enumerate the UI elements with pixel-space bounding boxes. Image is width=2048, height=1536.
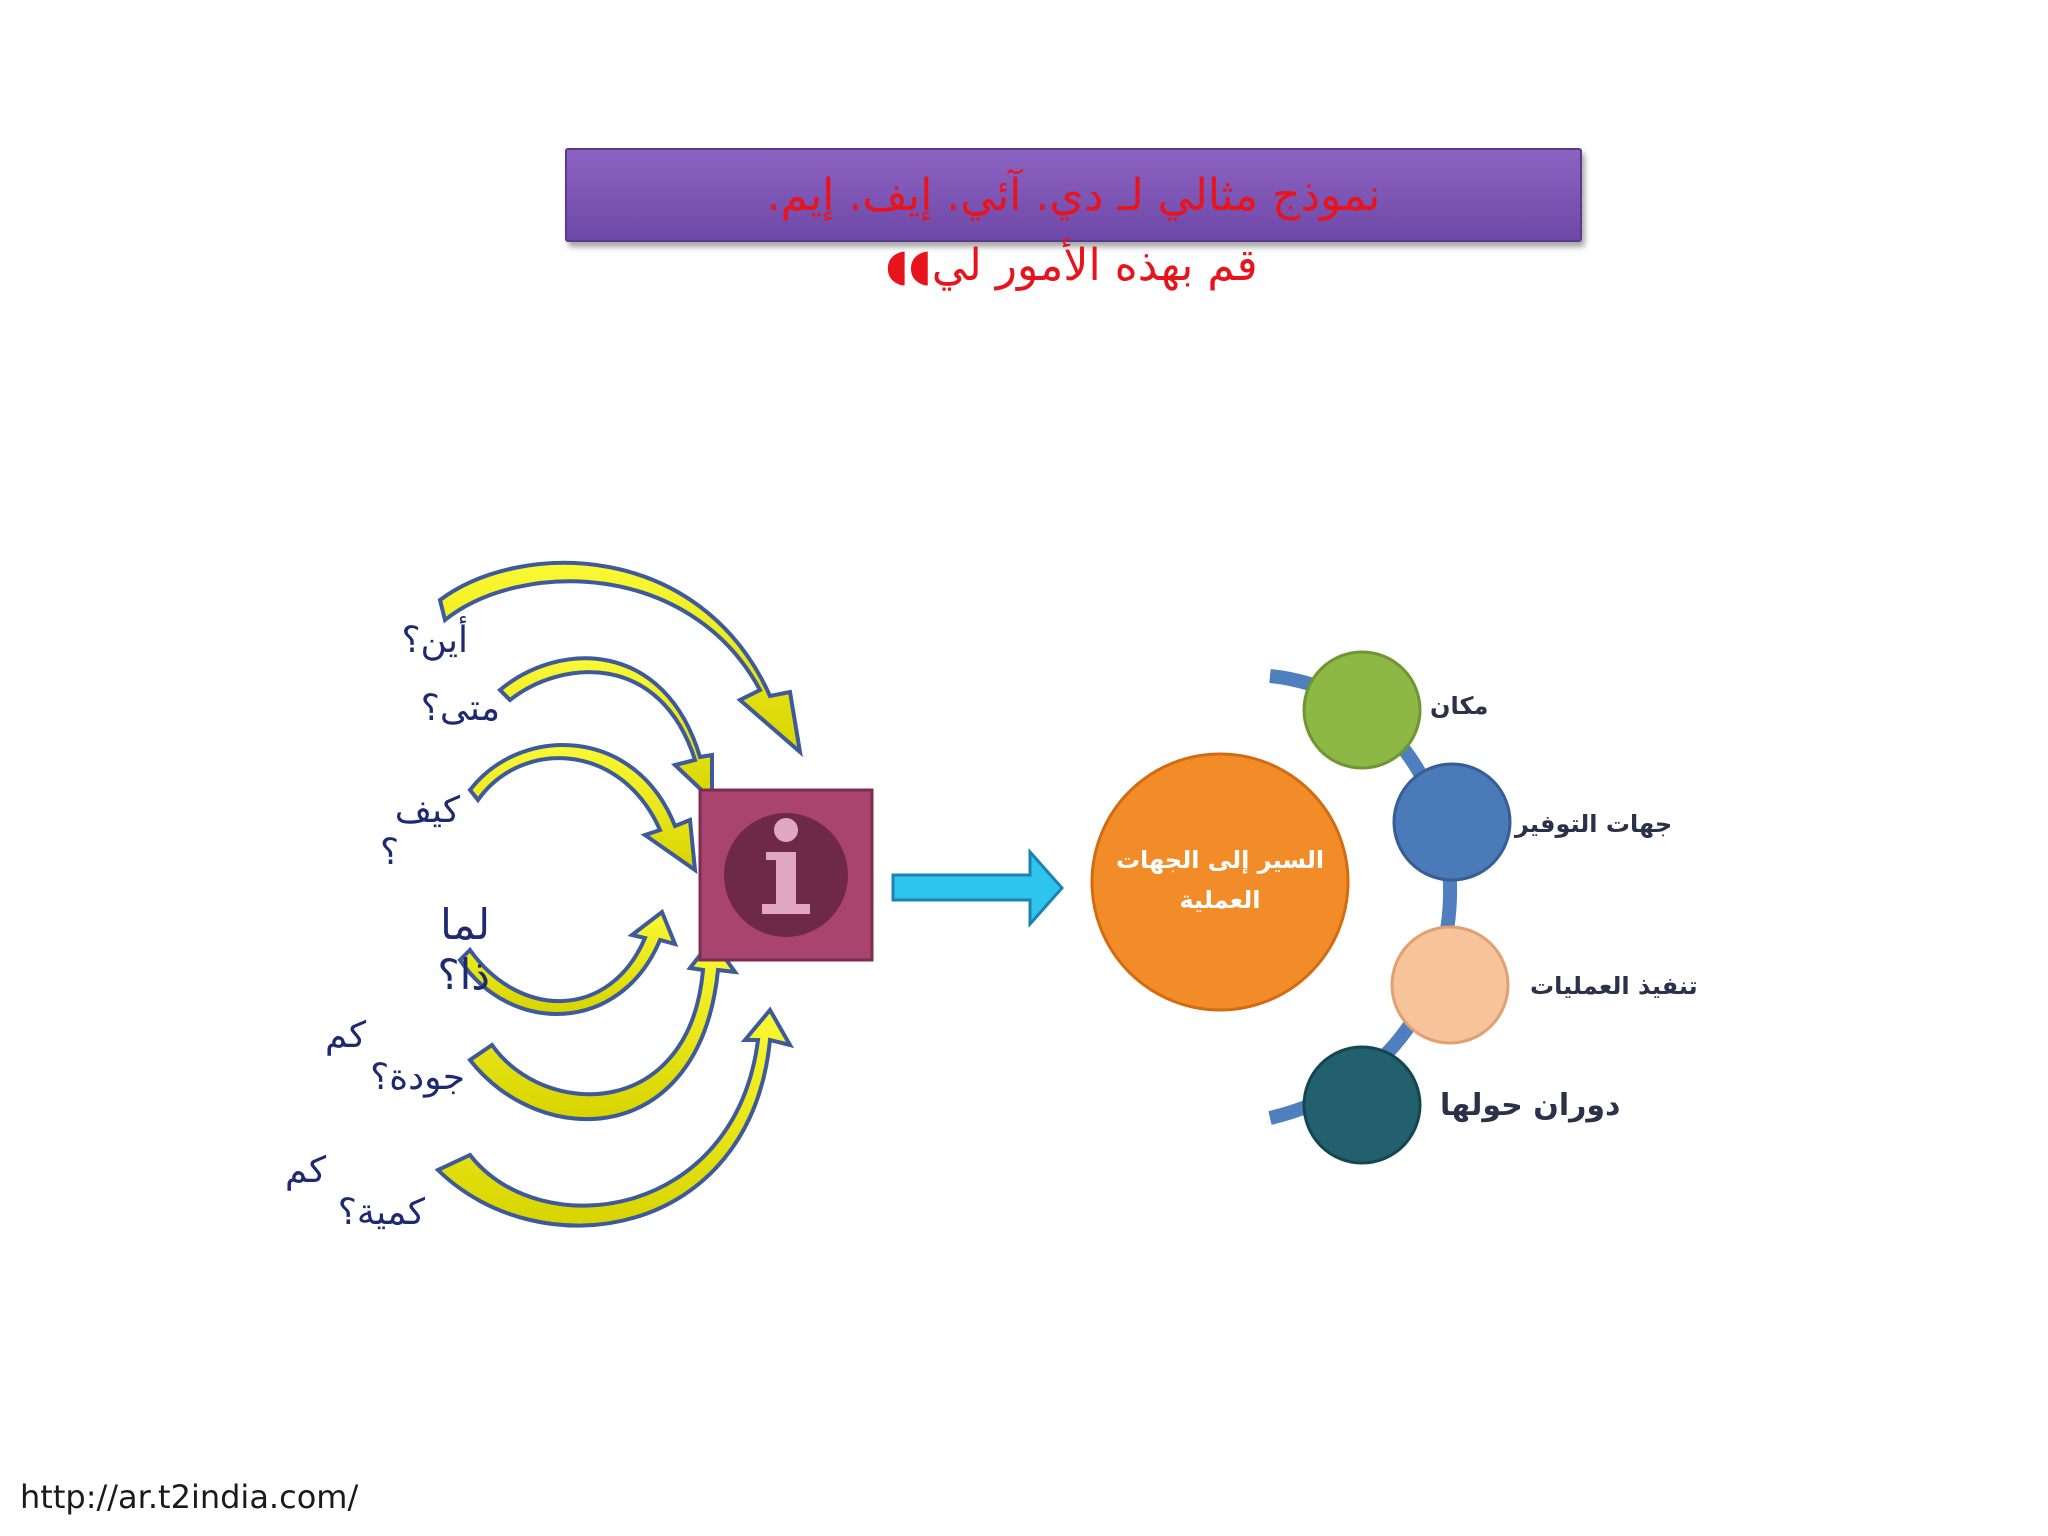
speaker-icon: ◖◖ [885,240,932,291]
question-quality-line2: جودة؟ [370,1057,465,1098]
center-circle-line2: العملية [1179,886,1261,914]
question-how-line1: كيف [394,790,460,831]
curved-arrow-quality [467,936,740,1122]
curved-arrow-quantity [434,1006,795,1228]
footer-url[interactable]: http://ar.t2india.com/ [20,1478,359,1516]
curved-arrow-when [497,656,714,805]
label-place: مكان [1430,692,1489,720]
outer-circle-around [1302,1045,1422,1165]
curved-arrow-where [437,560,803,758]
slide-title: نموذج مثالي لـ دي. آئي. إيف. إيم. [766,170,1381,221]
curved-arrow-why [457,908,679,1016]
question-why-line2: ذا؟ [437,950,490,999]
label-around: دوران حولها [1440,1088,1621,1123]
question-where: أين؟ [401,620,468,661]
center-circle-line1: السير إلى الجهات [1115,846,1325,874]
label-operations: تنفيذ العمليات [1530,972,1698,1000]
outer-circle-place [1302,650,1422,770]
question-when: متى؟ [420,688,500,729]
outer-circle-operations [1390,925,1510,1045]
question-quantity: كم كمية؟ [285,1150,425,1234]
question-why-line1: لما [440,900,490,949]
center-circle [1090,752,1350,1012]
slide-subtitle: قم بهذه الأمور لي◖◖ [565,240,1578,292]
question-quantity-line1: كم [285,1150,327,1191]
label-providers: جهات التوفير [1515,810,1673,838]
question-how-line2: ؟ [380,832,400,873]
question-quality: كم جودة؟ [325,1015,465,1099]
question-why: لما ذا؟ [410,900,490,1000]
question-how: كيف ؟ [380,790,460,874]
right-arrow-icon [891,848,1065,928]
curved-arrow-how [467,743,698,875]
question-quantity-line2: كمية؟ [337,1192,425,1233]
outer-circle-providers [1392,762,1512,882]
center-circle-label: السير إلى الجهات العملية [1090,840,1350,920]
question-quality-line1: كم [325,1015,367,1056]
title-banner: نموذج مثالي لـ دي. آئي. إيف. إيم. [565,148,1582,242]
subtitle-text: قم بهذه الأمور لي [931,240,1258,291]
